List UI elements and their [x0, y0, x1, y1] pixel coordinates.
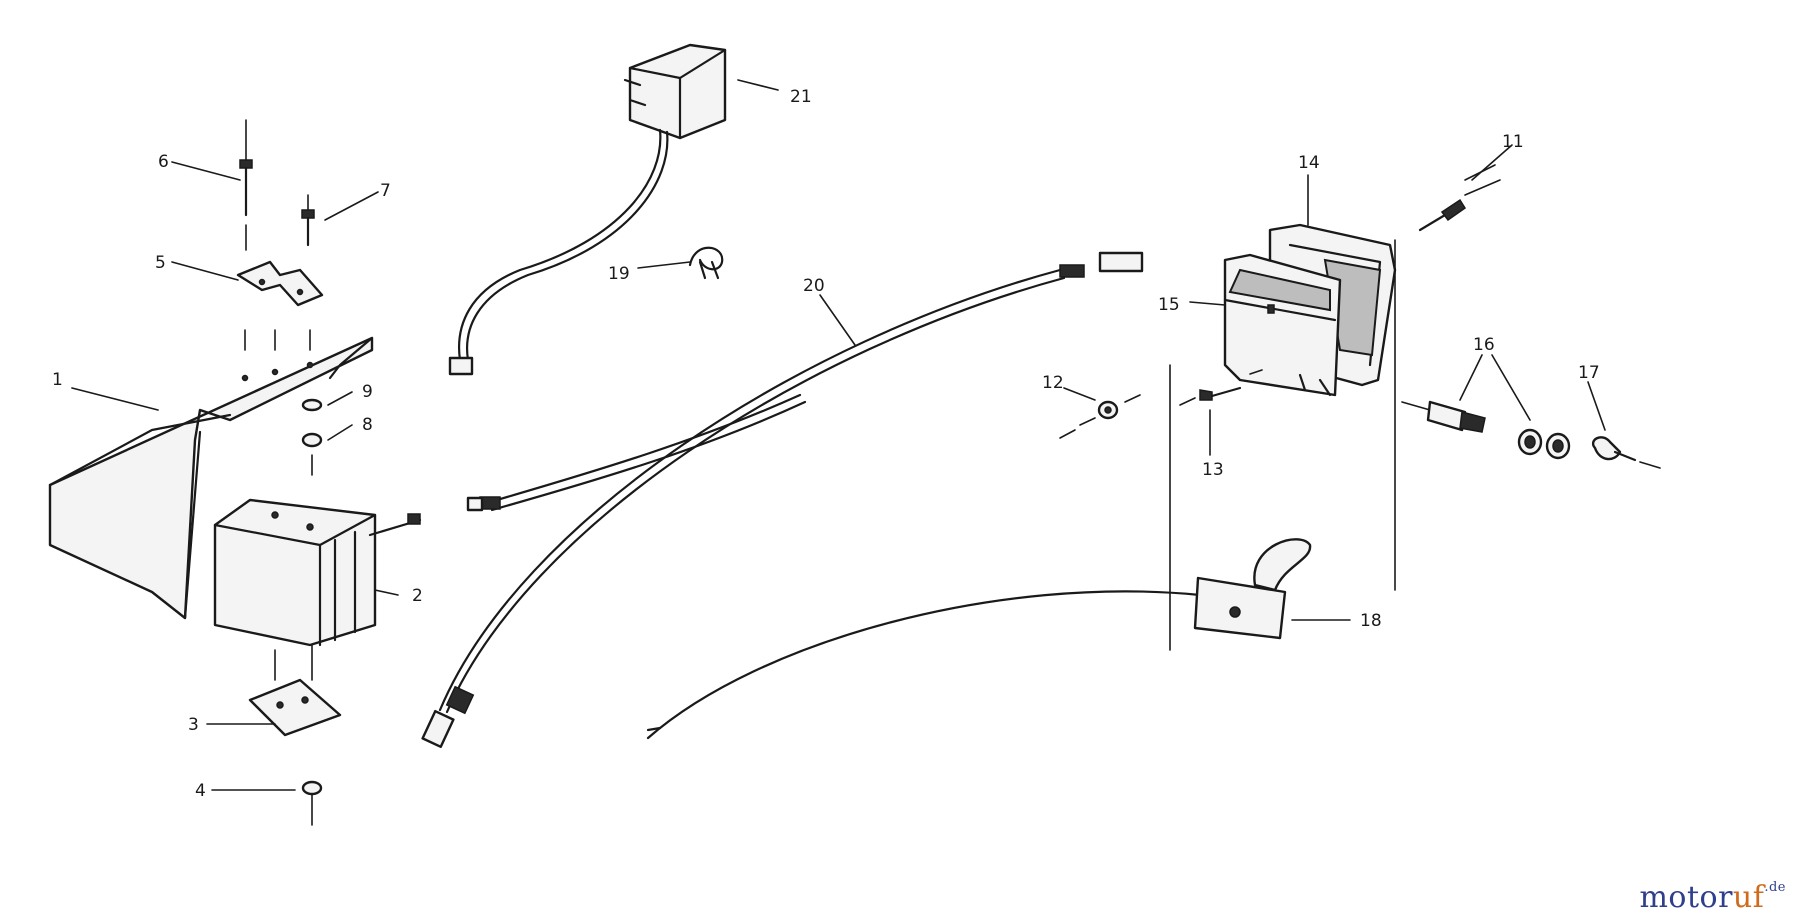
- callout-7: 7: [380, 181, 391, 201]
- callout-11: 11: [1502, 132, 1524, 152]
- callout-2: 2: [412, 586, 423, 606]
- watermark-part-a: motor: [1639, 880, 1733, 915]
- charger: [448, 43, 727, 376]
- callout-1: 1: [52, 370, 63, 390]
- callout-20: 20: [803, 276, 825, 296]
- switch-plate: [646, 364, 1312, 740]
- key-switch: [1401, 400, 1661, 469]
- watermark-part-b: uf: [1732, 880, 1765, 915]
- leader-lines: [71, 79, 1606, 791]
- callout-4: 4: [195, 781, 206, 801]
- nut: [274, 644, 323, 826]
- wire-clip: [688, 246, 724, 280]
- battery-tray: [48, 336, 374, 620]
- fasteners: [239, 119, 323, 476]
- callout-3: 3: [188, 715, 199, 735]
- battery: [213, 498, 422, 647]
- watermark-part-c: .de: [1764, 880, 1786, 895]
- hold-down-plate: [248, 678, 342, 737]
- callout-14: 14: [1298, 153, 1320, 173]
- callout-5: 5: [155, 253, 166, 273]
- callout-17: 17: [1578, 363, 1600, 383]
- top-bracket: [236, 260, 324, 307]
- wiring-harness: [421, 251, 1144, 749]
- callout-12: 12: [1042, 373, 1064, 393]
- callout-6: 6: [158, 152, 169, 172]
- callout-numbers: 1 2 3 4 5 6 7 8 9 11 12 13 14 15 16 17 1…: [52, 87, 1600, 801]
- watermark-logo: motoruf.de: [1639, 880, 1786, 915]
- callout-15: 15: [1158, 295, 1180, 315]
- callout-21: 21: [790, 87, 812, 107]
- small-fasteners: [1059, 164, 1501, 439]
- callout-9: 9: [362, 382, 373, 402]
- callout-19: 19: [608, 264, 630, 284]
- callout-13: 13: [1202, 460, 1224, 480]
- callout-18: 18: [1360, 611, 1382, 631]
- panel: [1223, 239, 1396, 591]
- callout-16: 16: [1473, 335, 1495, 355]
- callout-8: 8: [362, 415, 373, 435]
